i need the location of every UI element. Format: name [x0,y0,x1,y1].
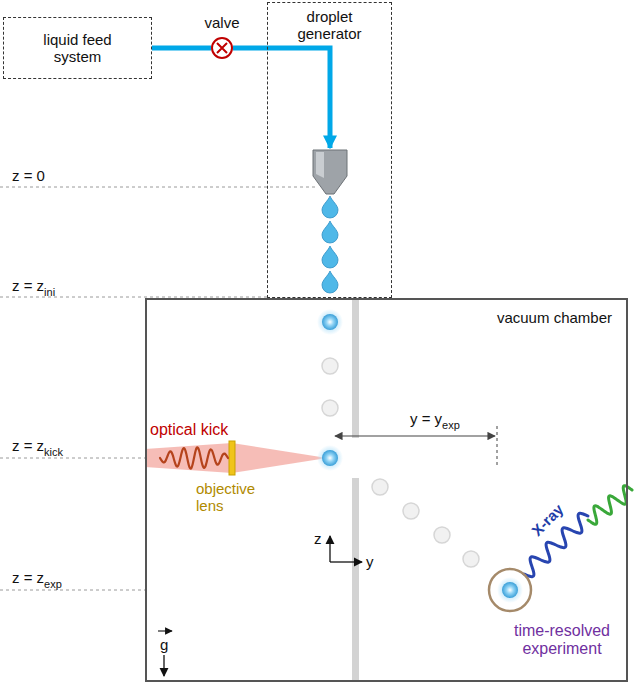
aperture-wall [352,478,359,681]
valve-cross [217,43,227,53]
subscript: exp [44,578,62,590]
z-position-label: z = z [12,437,44,454]
valve-label: valve [204,14,239,31]
dimension-label: y = y [410,410,442,427]
vector-arrow [158,630,172,631]
droplet-trace [463,551,479,567]
laser-beam [145,443,327,473]
objective-lens [229,441,235,475]
droplet-halo [317,445,343,471]
waves [160,447,632,576]
droplet-trace [322,400,338,416]
subscript: exp [442,419,460,431]
droplet-halo [317,309,343,335]
subscript: ini [44,286,55,298]
feed-pipe [152,46,211,51]
droplet-trace [434,527,450,543]
z-position-label: z = 0 [12,167,45,184]
z0-line [0,187,318,188]
nozzle [313,150,347,194]
droplet [502,582,518,598]
nozzle-highlight [316,152,324,178]
vector-label: g [160,636,168,653]
y-axis [330,561,362,562]
droplet [322,314,338,330]
feed-system-box: liquid feed system [3,17,152,79]
droplet [322,450,338,466]
zexp-line [0,590,145,591]
gravity-arrow [163,655,164,676]
y-exp-tick [497,426,498,466]
droplet-generator-box: droplet generator [267,2,392,298]
droplets [317,196,523,603]
axis-label: z [314,530,322,547]
node-title: droplet generator [278,8,381,42]
z-position-label: z = z [12,277,44,294]
experiment-label: time-resolved experiment [492,622,632,658]
valve-symbol: valve [211,37,233,59]
laser-pulse [160,447,228,468]
lens-label: objective lens [196,480,276,514]
z-reference-lines [0,187,318,590]
node-title: vacuum chamber [497,309,612,326]
xray-label: X-ray [528,500,567,539]
optical-kick-label: optical kick [150,421,228,439]
feed-pipe [233,48,330,148]
z-axis [329,536,330,562]
droplet-trace [322,358,338,374]
subscript: kick [44,446,63,458]
valve-cross [213,39,231,57]
zkick-line [0,458,145,459]
droplet [322,246,338,268]
interaction-ring [489,569,531,611]
droplet [322,196,338,218]
emitted-wave [588,486,632,524]
axis-label: y [366,553,374,570]
droplet [322,221,338,243]
z-position-label: z = z [12,569,44,586]
node-title: liquid feed system [26,31,129,65]
y-exp-dimension [335,435,495,436]
droplet-halo [497,577,523,603]
aperture-wall [352,300,359,438]
droplet [322,271,338,293]
droplet-trace [372,479,388,495]
droplet-trace [403,503,419,519]
